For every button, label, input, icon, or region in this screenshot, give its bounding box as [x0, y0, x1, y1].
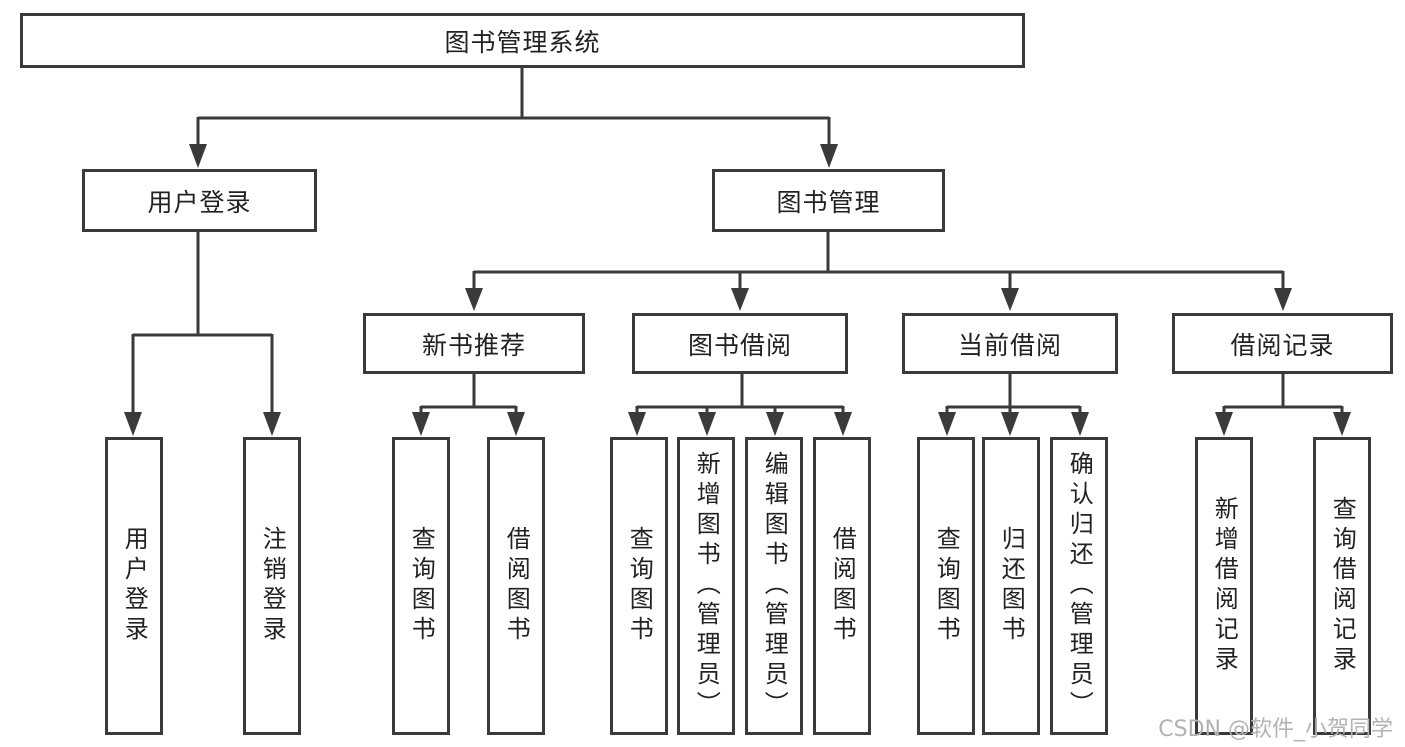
- leaf-user-login: 用户登录: [105, 437, 163, 735]
- leaf-confirm-return-admin: 确认归还（管理员）: [1050, 437, 1108, 735]
- leaf-add-book-admin-label: 新增图书（管理员）: [692, 451, 721, 721]
- node-current-borrowing-label: 当前借阅: [957, 330, 1062, 360]
- leaf-borrow-books-label: 借阅图书: [828, 526, 857, 646]
- leaf-return-books: 归还图书: [982, 437, 1040, 735]
- leaf-query-books-recommend: 查询图书: [392, 437, 450, 735]
- node-book-borrowing-label: 图书借阅: [687, 330, 792, 360]
- leaf-return-books-label: 归还图书: [997, 526, 1026, 646]
- leaf-query-borrow-record-label: 查询借阅记录: [1328, 496, 1357, 676]
- leaf-user-login-label: 用户登录: [120, 526, 149, 646]
- connector-user-login: [131, 232, 274, 415]
- leaf-add-borrow-record: 新增借阅记录: [1195, 437, 1253, 735]
- node-current-borrowing: 当前借阅: [902, 313, 1118, 374]
- node-new-book-recommend: 新书推荐: [363, 313, 585, 374]
- leaf-query-books-current: 查询图书: [917, 437, 975, 735]
- arrowheads: [124, 144, 1351, 436]
- leaf-query-books-borrowing-label: 查询图书: [625, 526, 654, 646]
- node-library-system: 图书管理系统: [20, 13, 1025, 68]
- leaf-edit-book-admin: 编辑图书（管理员）: [745, 437, 803, 735]
- leaf-query-borrow-record: 查询借阅记录: [1313, 437, 1371, 735]
- leaf-logout-label: 注销登录: [258, 526, 287, 646]
- node-borrowing-records-label: 借阅记录: [1230, 330, 1335, 360]
- leaf-borrow-books: 借阅图书: [813, 437, 871, 735]
- leaf-borrow-books-recommend: 借阅图书: [487, 437, 545, 735]
- connector-current-borrowing: [945, 374, 1082, 415]
- node-book-management-label: 图书管理: [776, 187, 881, 217]
- connector-root: [196, 68, 831, 146]
- leaf-add-borrow-record-label: 新增借阅记录: [1210, 496, 1239, 676]
- connector-book-management: [472, 232, 1285, 290]
- leaf-borrow-books-recommend-label: 借阅图书: [502, 526, 531, 646]
- leaf-confirm-return-admin-label: 确认归还（管理员）: [1065, 451, 1094, 721]
- node-library-system-label: 图书管理系统: [444, 27, 601, 57]
- leaf-add-book-admin: 新增图书（管理员）: [677, 437, 735, 735]
- leaf-query-books-recommend-label: 查询图书: [407, 526, 436, 646]
- leaf-edit-book-admin-label: 编辑图书（管理员）: [760, 451, 789, 721]
- leaf-logout: 注销登录: [243, 437, 301, 735]
- connector-book-borrowing: [635, 374, 845, 415]
- leaf-query-books-borrowing: 查询图书: [610, 437, 668, 735]
- node-book-management: 图书管理: [712, 169, 945, 232]
- leaf-query-books-current-label: 查询图书: [932, 526, 961, 646]
- connector-new-book: [419, 374, 518, 415]
- node-book-borrowing: 图书借阅: [632, 313, 848, 374]
- node-borrowing-records: 借阅记录: [1172, 313, 1393, 374]
- node-user-login-branch: 用户登录: [82, 169, 317, 232]
- node-user-login-branch-label: 用户登录: [147, 187, 252, 217]
- connector-borrowing-records: [1222, 374, 1344, 415]
- node-new-book-recommend-label: 新书推荐: [421, 330, 526, 360]
- csdn-watermark: CSDN @软件_小贺同学: [1158, 717, 1393, 742]
